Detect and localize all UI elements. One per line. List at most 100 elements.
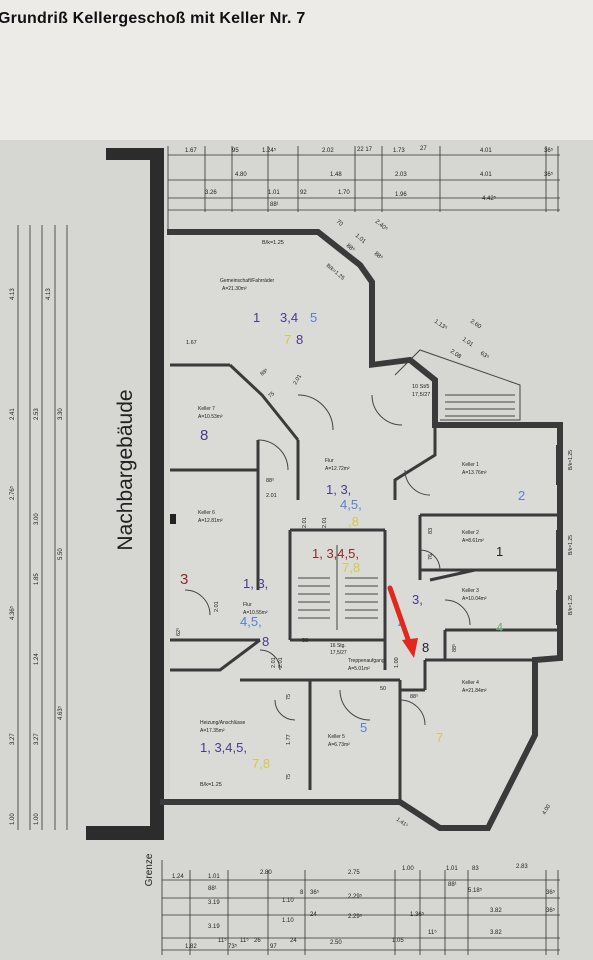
dim-label: 88⁵ xyxy=(451,644,458,652)
dim-label: 1.67 xyxy=(186,340,197,346)
dim-label: 73⁵ xyxy=(228,943,238,950)
dim-label: 4.01 xyxy=(480,148,492,154)
dim-label: 3.82 xyxy=(490,908,502,914)
room-area: A=12.72m² xyxy=(325,466,350,472)
dim-label: 3.19 xyxy=(208,924,220,930)
room-name: Keller 4 xyxy=(462,680,479,686)
dim-label: 1.77 xyxy=(286,734,292,745)
room-name: Flur xyxy=(325,458,334,464)
dim-label: 3.27 xyxy=(10,733,16,745)
dim-label: 1.36⁵ xyxy=(410,911,425,918)
top-dimension-lines xyxy=(167,146,560,230)
dim-label: 2.29⁵ xyxy=(348,893,363,900)
dim-label: 3.00 xyxy=(34,513,40,525)
room-mark: 4,5, xyxy=(340,497,362,512)
room-mark: 8 xyxy=(422,640,429,655)
dim-label: 1.00 xyxy=(34,813,40,825)
room-mark: 7,8 xyxy=(252,756,270,771)
room-mark: 1, 3, xyxy=(326,482,351,497)
room-labels: Gemeinschaft/Fahrräder A=21.30m² Keller … xyxy=(198,278,487,748)
room-name: Keller 2 xyxy=(462,530,479,536)
room-mark: 1 xyxy=(253,310,260,325)
dim-label: 4.80 xyxy=(235,172,247,178)
dim-label: 2.50 xyxy=(330,940,342,946)
dim-label: 4.01 xyxy=(480,172,492,178)
dim-label: 2.01 xyxy=(322,517,328,528)
dim-label: 75 xyxy=(286,774,292,780)
room-mark: 1, 3,4,5, xyxy=(312,546,359,561)
room-mark: 8 xyxy=(262,634,269,649)
dim-label: 1.96 xyxy=(395,192,407,198)
bottom-dimension-labels: 1.24 1.01 2.80 2.75 1.00 1.01 83 2.83 88… xyxy=(172,864,556,950)
bottom-dimension-lines xyxy=(161,860,560,955)
dim-label: 83 xyxy=(428,528,434,534)
dim-label: 1.82 xyxy=(185,944,197,950)
dim-label: 2.01 xyxy=(266,493,277,499)
dim-label: 2.02 xyxy=(322,148,334,154)
dim-label: 2.41 xyxy=(10,408,16,420)
outer-walls xyxy=(160,229,563,831)
dim-label: 11⁵ xyxy=(218,937,227,944)
dim-label: 97 xyxy=(270,944,277,950)
room-area: A=17.35m² xyxy=(200,728,225,734)
dim-label: 75 xyxy=(286,694,292,700)
room-area: A=10.53m² xyxy=(198,414,223,420)
dim-label: 2.29⁵ xyxy=(348,913,363,920)
dim-label: B/k=1.25 xyxy=(568,450,574,470)
dim-label: 88⁵ xyxy=(345,242,357,254)
page-title: Grundriß Kellergeschoß mit Keller Nr. 7 xyxy=(0,10,306,27)
dim-label: 1.70 xyxy=(338,190,350,196)
dim-label: 1.01 xyxy=(208,874,220,880)
dim-label: 1.13⁵ xyxy=(433,318,449,332)
dim-label: 4.42⁵ xyxy=(482,195,497,202)
dim-label: 1.24 xyxy=(34,653,40,665)
dim-label: 36⁵ xyxy=(310,889,320,896)
dim-label: 2.75 xyxy=(348,870,360,876)
room-mark: ,8 xyxy=(348,514,359,529)
room-mark: 3,4 xyxy=(280,310,298,325)
dim-label: 36⁵ xyxy=(544,171,554,178)
dim-label: 5.18⁵ xyxy=(468,887,483,894)
dim-label: 2.76⁵ xyxy=(9,485,16,500)
dim-label: 2.80 xyxy=(260,870,272,876)
dim-label: 1.10 xyxy=(282,898,294,904)
room-mark: 5 xyxy=(360,720,367,735)
room-mark: 2 xyxy=(518,488,525,503)
neighbor-wall-foot xyxy=(86,826,164,840)
dim-label: 62⁵ xyxy=(175,628,182,636)
room-area: A=13.76m² xyxy=(462,470,487,476)
room-mark: 3, xyxy=(412,592,423,607)
dim-label: 1.00 xyxy=(10,813,16,825)
dim-label: 2.53 xyxy=(34,408,40,420)
dim-label: 2.01 xyxy=(214,601,220,612)
dim-label: 88⁵ xyxy=(410,693,418,700)
room-mark: 5 xyxy=(310,310,317,325)
dim-label: 2.40⁵ xyxy=(374,218,390,233)
dim-label: 1.24 xyxy=(172,874,184,880)
dim-label: 1.67 xyxy=(185,148,197,154)
dim-label: 5.50 xyxy=(58,548,64,560)
dim-label: 1.73 xyxy=(393,148,405,154)
room-mark: 4,5, xyxy=(240,614,262,629)
dim-label: 50 xyxy=(380,686,386,692)
dim-label: 36⁵ xyxy=(546,907,556,914)
dim-label: 2.03 xyxy=(395,172,407,178)
dim-label: 10 St/5 xyxy=(412,384,429,390)
room-name: Keller 1 xyxy=(462,462,479,468)
dim-label: 88¹ xyxy=(448,882,457,888)
room-name: Keller 6 xyxy=(198,510,215,516)
dim-label: 17,5/27 xyxy=(412,392,430,398)
room-mark: 7,8 xyxy=(342,560,360,575)
dim-label: 88¹ xyxy=(270,202,279,208)
dim-label: 8 xyxy=(300,890,304,896)
room-area: A=10.04m² xyxy=(462,596,487,602)
room-mark: 4 xyxy=(496,620,503,635)
dim-label: 24 xyxy=(310,912,317,918)
room-area: A=21.84m² xyxy=(462,688,487,694)
dim-label: 83 xyxy=(472,866,479,872)
room-name: Keller 5 xyxy=(328,734,345,740)
room-area: A=10.55m² xyxy=(243,610,268,616)
dim-label: 3.26 xyxy=(205,190,217,196)
